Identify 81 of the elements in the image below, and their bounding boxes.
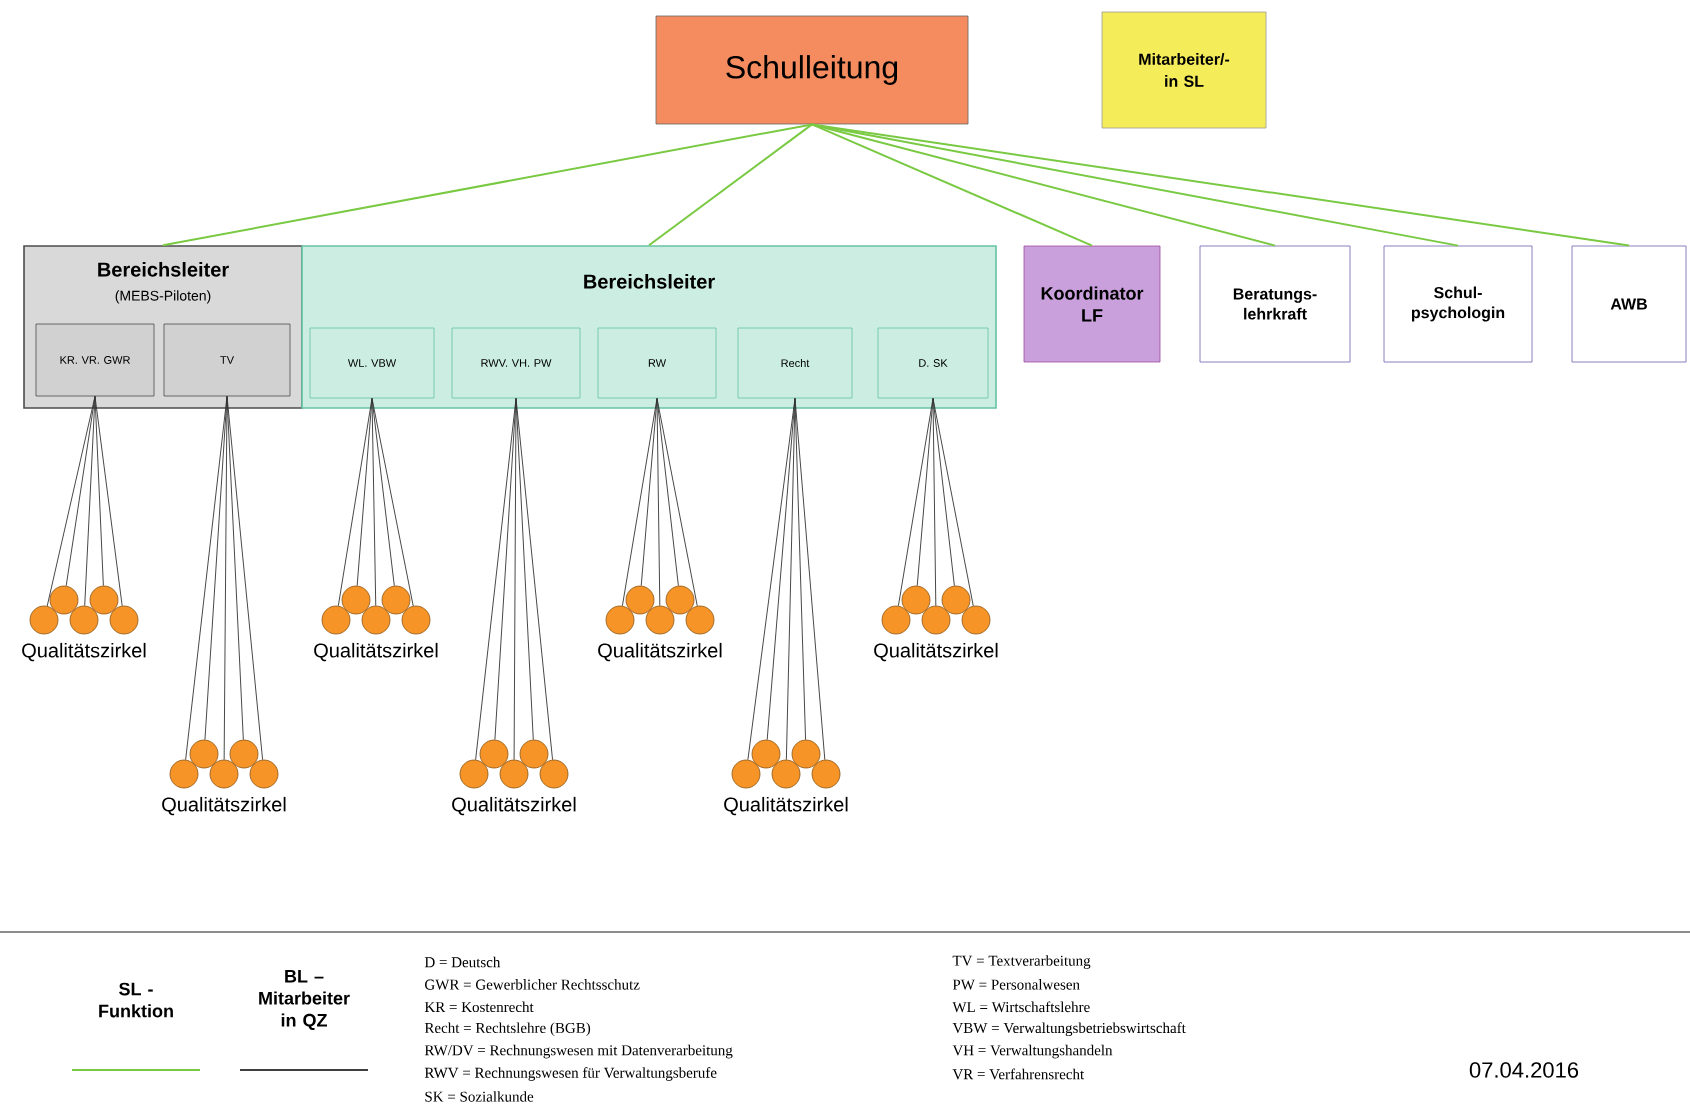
connector-line [932, 397, 974, 607]
connector-line [223, 395, 228, 761]
circle [961, 605, 991, 635]
cluster-label: Qualitätszirkel [724, 796, 848, 816]
circle [209, 759, 239, 789]
coordinator-box: Koordinator LF [1023, 245, 1161, 363]
connector-line [811, 123, 1630, 247]
connector-line [656, 397, 698, 607]
connector-line [621, 397, 658, 607]
connector-line [226, 395, 264, 761]
circle [771, 759, 801, 789]
circle [751, 739, 781, 769]
circle [625, 585, 655, 615]
circle [941, 585, 971, 615]
connector-line [84, 395, 96, 607]
circle [605, 605, 635, 635]
connector-line [656, 397, 661, 607]
connector-line [515, 397, 534, 741]
circle [791, 739, 821, 769]
role-box: Beratungs- lehrkraft [1199, 245, 1351, 363]
connector-line [513, 397, 517, 761]
connector-line [226, 395, 244, 741]
connector-line [371, 397, 414, 607]
connector-line [794, 397, 826, 761]
circle [685, 605, 715, 635]
date-text: 07.04.2016 [1469, 1062, 1579, 1078]
circle [249, 759, 279, 789]
circle [89, 585, 119, 615]
circle [229, 739, 259, 769]
connector-line [162, 123, 813, 247]
circle [169, 759, 199, 789]
circle [361, 605, 391, 635]
connector-line [794, 397, 807, 741]
cluster-label: Qualitätszirkel [598, 642, 722, 662]
connector-line [932, 397, 937, 607]
circle [665, 585, 695, 615]
cluster-label: Qualitätszirkel [22, 642, 146, 662]
circle [731, 759, 761, 789]
circle [901, 585, 931, 615]
circle [69, 605, 99, 635]
circle [519, 739, 549, 769]
connector-line [94, 395, 104, 587]
connector-line [46, 395, 96, 607]
circle [921, 605, 951, 635]
circle [539, 759, 569, 789]
management-box: Schulleitung [655, 15, 969, 125]
connector-line [648, 123, 813, 247]
connector-line [371, 397, 395, 587]
connector-line [656, 397, 679, 587]
circle [29, 605, 59, 635]
connector-line [371, 397, 377, 607]
circle [479, 739, 509, 769]
connector-line [897, 397, 934, 607]
circle [401, 605, 431, 635]
legend-text: BL – Mitarbeiter in QZ [259, 970, 350, 1030]
cluster-label: Qualitätszirkel [162, 796, 286, 816]
circle [189, 739, 219, 769]
connector-line [932, 397, 955, 587]
connector-line [811, 123, 1276, 247]
circle [49, 585, 79, 615]
role-box: Schul- psychologin [1383, 245, 1533, 363]
connector-line [515, 397, 553, 761]
connector-line [811, 123, 1093, 247]
circle [499, 759, 529, 789]
circle [109, 605, 139, 635]
circle [459, 759, 489, 789]
circle [381, 585, 411, 615]
cluster-label: Qualitätszirkel [314, 642, 438, 662]
circle [341, 585, 371, 615]
circle [645, 605, 675, 635]
circle [811, 759, 841, 789]
circle [321, 605, 351, 635]
connector-line [785, 397, 796, 761]
staff-box: Mitarbeiter/-in SL [1101, 11, 1267, 129]
cluster-label: Qualitätszirkel [452, 796, 576, 816]
connector-line [811, 123, 1459, 247]
legend-text: SL - Funktion [99, 982, 173, 1018]
connector-line [94, 395, 123, 607]
circle [881, 605, 911, 635]
cluster-label: Qualitätszirkel [874, 642, 998, 662]
role-box: AWB [1571, 245, 1687, 363]
